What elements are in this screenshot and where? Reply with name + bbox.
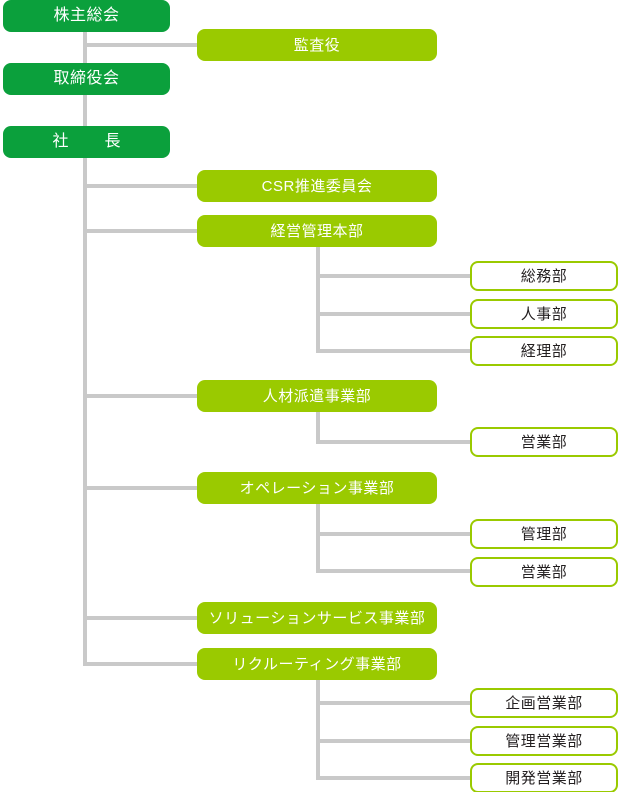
node-solution-service-division-label: ソリューションサービス事業部 bbox=[208, 609, 426, 627]
connector-management-to-general-affairs bbox=[316, 274, 474, 278]
node-shareholders-meeting-label: 株主総会 bbox=[53, 7, 120, 24]
node-human-resources-dept-label: 人事部 bbox=[520, 305, 568, 323]
node-auditor-label: 監査役 bbox=[293, 36, 341, 54]
node-operation-sales-dept-label: 営業部 bbox=[520, 563, 568, 581]
node-president-label: 社 長 bbox=[52, 133, 131, 150]
connector-to-management bbox=[83, 229, 199, 233]
node-human-resources-dept[interactable]: 人事部 bbox=[470, 299, 618, 329]
node-recruiting-division-label: リクルーティング事業部 bbox=[232, 655, 402, 673]
node-solution-service-division[interactable]: ソリューションサービス事業部 bbox=[197, 602, 437, 634]
node-dev-sales-dept-label: 開発営業部 bbox=[505, 769, 583, 787]
node-staffing-division[interactable]: 人材派遣事業部 bbox=[197, 380, 437, 412]
node-admin-sales-dept[interactable]: 管理営業部 bbox=[470, 726, 618, 756]
node-operation-sales-dept[interactable]: 営業部 bbox=[470, 557, 618, 587]
connector-operation-to-admin bbox=[316, 532, 474, 536]
connector-staffing-trunk bbox=[316, 410, 320, 442]
node-shareholders-meeting[interactable]: 株主総会 bbox=[3, 0, 170, 32]
connector-to-solution bbox=[83, 616, 199, 620]
node-management-headquarters[interactable]: 経営管理本部 bbox=[197, 215, 437, 247]
connector-operation-to-sales bbox=[316, 569, 474, 573]
node-board-of-directors[interactable]: 取締役会 bbox=[3, 63, 170, 95]
node-csr-committee[interactable]: CSR推進委員会 bbox=[197, 170, 437, 202]
connector-recruiting-to-planning-sales bbox=[316, 701, 474, 705]
node-president[interactable]: 社 長 bbox=[3, 126, 170, 158]
node-operation-division[interactable]: オペレーション事業部 bbox=[197, 472, 437, 504]
node-planning-sales-dept-label: 企画営業部 bbox=[505, 694, 583, 712]
connector-recruiting-to-dev-sales bbox=[316, 776, 474, 780]
connector-main-trunk bbox=[83, 26, 87, 664]
node-operation-admin-dept[interactable]: 管理部 bbox=[470, 519, 618, 549]
connector-to-operation bbox=[83, 486, 199, 490]
node-auditor[interactable]: 監査役 bbox=[197, 29, 437, 61]
connector-recruiting-trunk bbox=[316, 678, 320, 780]
node-admin-sales-dept-label: 管理営業部 bbox=[505, 732, 583, 750]
node-dev-sales-dept[interactable]: 開発営業部 bbox=[470, 763, 618, 792]
connector-management-to-human-resources bbox=[316, 312, 474, 316]
node-general-affairs-dept-label: 総務部 bbox=[520, 267, 568, 285]
connector-to-staffing bbox=[83, 394, 199, 398]
node-accounting-dept-label: 経理部 bbox=[520, 342, 568, 360]
node-planning-sales-dept[interactable]: 企画営業部 bbox=[470, 688, 618, 718]
node-staffing-division-label: 人材派遣事業部 bbox=[262, 387, 372, 405]
node-staffing-sales-dept[interactable]: 営業部 bbox=[470, 427, 618, 457]
connector-to-auditor bbox=[83, 43, 199, 47]
node-recruiting-division[interactable]: リクルーティング事業部 bbox=[197, 648, 437, 680]
connector-recruiting-to-admin-sales bbox=[316, 739, 474, 743]
node-csr-committee-label: CSR推進委員会 bbox=[261, 177, 373, 195]
connector-management-to-accounting bbox=[316, 349, 474, 353]
connector-management-trunk bbox=[316, 245, 320, 353]
connector-staffing-to-sales bbox=[316, 440, 474, 444]
node-operation-division-label: オペレーション事業部 bbox=[239, 479, 395, 497]
node-board-of-directors-label: 取締役会 bbox=[53, 70, 120, 87]
connector-to-csr bbox=[83, 184, 199, 188]
node-general-affairs-dept[interactable]: 総務部 bbox=[470, 261, 618, 291]
connector-operation-trunk bbox=[316, 502, 320, 572]
node-management-headquarters-label: 経営管理本部 bbox=[270, 222, 364, 240]
connector-to-recruiting bbox=[83, 662, 199, 666]
node-accounting-dept[interactable]: 経理部 bbox=[470, 336, 618, 366]
node-operation-admin-dept-label: 管理部 bbox=[520, 525, 568, 543]
node-staffing-sales-dept-label: 営業部 bbox=[520, 433, 568, 451]
